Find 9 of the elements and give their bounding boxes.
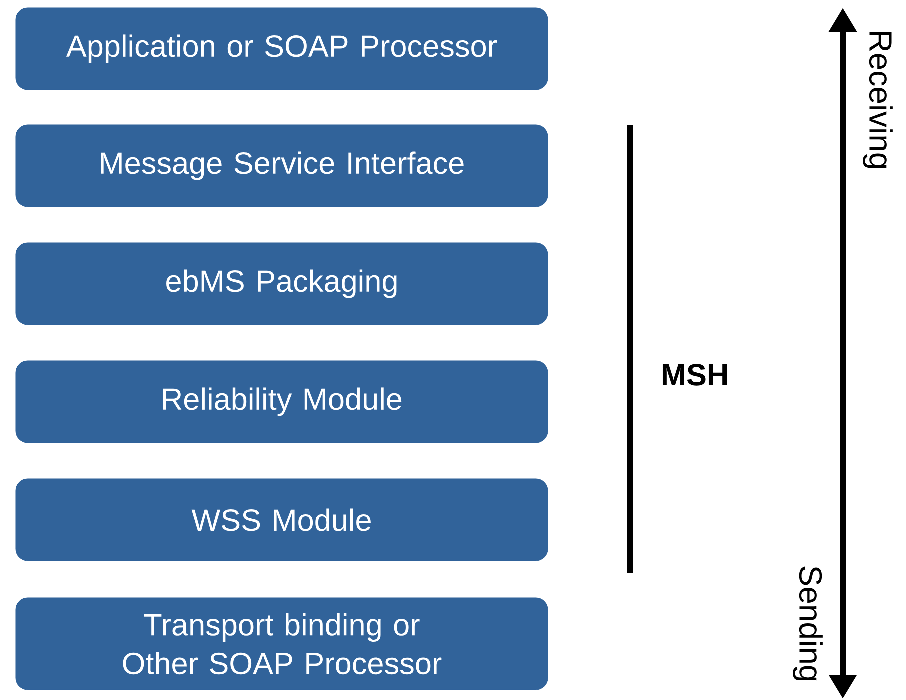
rotated-label: Receiving [863,32,893,168]
layer-box: Application or SOAP Processor [16,8,548,90]
layer-box: WSS Module [16,478,548,562]
layer-box: Transport binding or Other SOAP Processor [16,598,548,690]
layer-box: ebMS Packaging [16,242,548,326]
rotated-label: Sending [793,566,823,681]
bracket-label: MSH [662,364,728,386]
layer-box: Reliability Module [16,360,548,444]
layer-box: Message Service Interface [16,124,548,208]
